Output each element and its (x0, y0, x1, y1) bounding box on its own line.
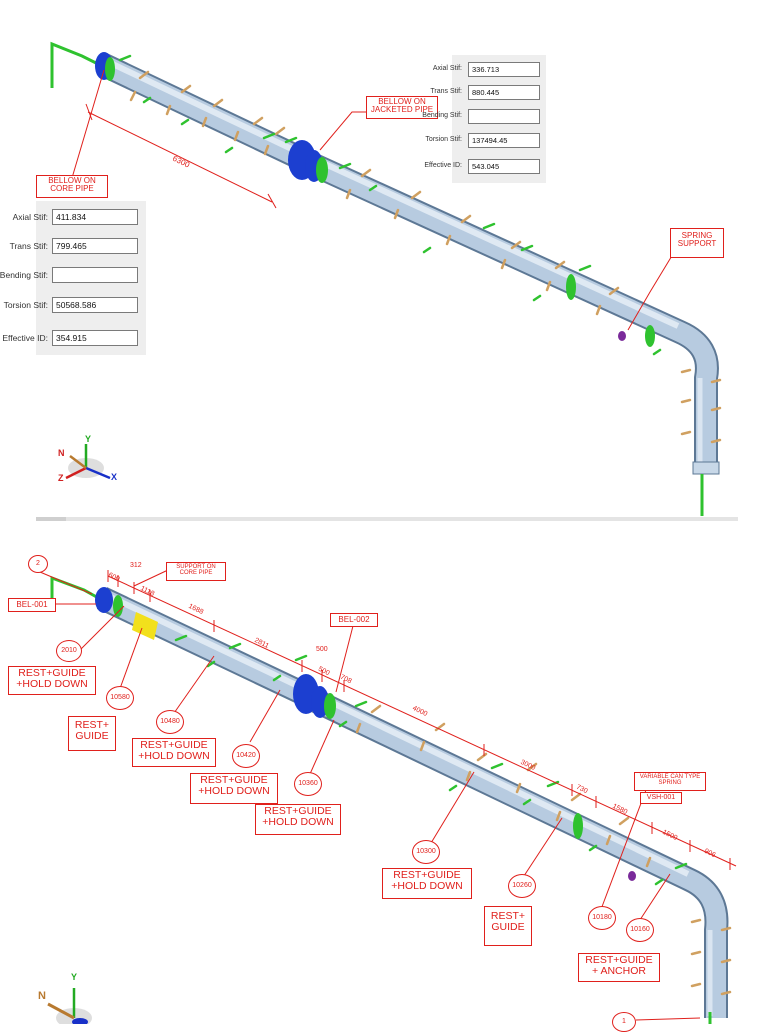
clamp-ring (573, 813, 583, 839)
bellow-properties-panel-jacketed: Axial Stif: 336.713 Trans Stif: 880.445 Be… (422, 55, 546, 183)
clamp-ring (113, 595, 123, 617)
axis-y-label: Y (85, 434, 92, 444)
torsion-stiffness-label: Torsion Stif: (3, 300, 48, 310)
effective-id-label: Effective ID: (2, 333, 48, 343)
axis-triad (65, 444, 111, 480)
axis-triad (47, 988, 92, 1024)
effective-id-field[interactable]: 354.915 (52, 330, 138, 346)
tag-bel-001: BEL-001 (8, 598, 56, 612)
supports-top (118, 54, 722, 444)
callout-rest-guide-hold-down: REST+GUIDE+HOLD DOWN (255, 804, 341, 835)
leader-spring (627, 253, 674, 331)
effective-id-label: Effective ID: (424, 162, 462, 169)
bellow-jacketed-pipe (288, 140, 328, 183)
core-pipe-support-section (132, 612, 158, 640)
callout-rest-guide-anchor: REST+GUIDE+ ANCHOR (578, 953, 660, 982)
bending-stiffness-field[interactable] (52, 267, 138, 283)
node-2: 2 (28, 555, 48, 573)
node-10480: 10480 (156, 710, 184, 734)
axis-n-label: N (58, 448, 65, 458)
piping-3d-view-bottom[interactable] (0, 528, 768, 1024)
node-10360: 10360 (294, 772, 322, 796)
pipe-bottom-cap (692, 461, 720, 475)
dim-500-a: 500 (316, 646, 328, 653)
supports-bottom (174, 634, 732, 996)
dimension-6300 (85, 103, 277, 209)
bending-stiffness-label: Bending Stif: (0, 270, 48, 280)
callout-rest-guide-hold-down: REST+GUIDE+HOLD DOWN (8, 666, 96, 695)
label-variable-can-spring: VARIABLE CAN TYPE SPRING (634, 772, 706, 791)
dimension-label: 6300 (171, 154, 191, 170)
clamp-ring (645, 325, 655, 347)
leader-bellow-core (71, 69, 105, 179)
axis-x-label: X (111, 472, 118, 482)
bellow-properties-panel-core: Axial Stif: 411.834 Trans Stif: 799.465 Be… (0, 201, 146, 355)
callout-rest-guide-hold-down: REST+GUIDE+HOLD DOWN (190, 773, 278, 804)
label-bellow-jacketed-pipe: BELLOW ON JACKETED PIPE (366, 96, 438, 119)
axis-n-label: N (38, 990, 46, 1002)
main-pipe (96, 53, 719, 470)
tag-vsh-001: VSH-001 (640, 792, 682, 804)
node-1: 1 (612, 1012, 636, 1032)
bellow-bel-001 (95, 587, 113, 613)
callout-rest-guide-hold-down: REST+GUIDE+HOLD DOWN (382, 868, 472, 899)
axial-stiffness-field[interactable]: 411.834 (52, 209, 138, 225)
leader-lines (39, 569, 701, 1021)
node-10160: 10160 (626, 918, 654, 942)
tag-bel-002: BEL-002 (330, 613, 378, 627)
node-2010: 2010 (56, 640, 82, 662)
node-10300: 10300 (412, 840, 440, 864)
node-10580: 10580 (106, 686, 134, 710)
leader-bellow-jacketed (319, 111, 366, 151)
trans-stiffness-label: Trans Stif: (9, 241, 48, 251)
bending-stiffness-label: Bending Stif: (422, 112, 462, 119)
label-spring-support: SPRING SUPPORT (670, 228, 724, 258)
trans-stiffness-field[interactable]: 880.445 (468, 85, 540, 100)
dim-312: 312 (130, 562, 142, 569)
callout-rest-guide: REST+GUIDE (68, 716, 116, 751)
axial-stiffness-field[interactable]: 336.713 (468, 62, 540, 77)
effective-id-field[interactable]: 543.045 (468, 159, 540, 174)
riser-pipe (50, 575, 103, 604)
label-support-on-core-pipe: SUPPORT ON CORE PIPE (166, 562, 226, 581)
axial-stiffness-label: Axial Stif: (12, 212, 48, 222)
axis-z-label: Z (58, 473, 64, 483)
trans-stiffness-field[interactable]: 799.465 (52, 238, 138, 254)
bellow-core-pipe (95, 52, 115, 81)
clamp-ring (324, 693, 336, 719)
dimension-lines (107, 570, 737, 870)
label-bellow-core-pipe: BELLOW ON CORE PIPE (36, 175, 108, 198)
trans-stiffness-label: Trans Stif: (430, 88, 462, 95)
piping-3d-view-top[interactable]: 6300 (0, 0, 768, 520)
node-10180: 10180 (588, 906, 616, 930)
axis-y-label: Y (71, 972, 78, 982)
torsion-stiffness-field[interactable]: 50568.586 (52, 297, 138, 313)
callout-rest-guide: REST+GUIDE (484, 906, 532, 946)
clamp-ring (566, 274, 576, 300)
riser-pipe (50, 41, 103, 88)
torsion-stiffness-field[interactable]: 137494.45 (468, 133, 540, 148)
node-10420: 10420 (232, 744, 260, 768)
torsion-stiffness-label: Torsion Stif: (425, 136, 462, 143)
bending-stiffness-field[interactable] (468, 109, 540, 124)
scrollbar-thumb[interactable] (36, 517, 66, 521)
axial-stiffness-label: Axial Stif: (432, 65, 462, 72)
callout-rest-guide-hold-down: REST+GUIDE+HOLD DOWN (132, 738, 216, 767)
spring-can-icon (628, 871, 636, 881)
node-10260: 10260 (508, 874, 536, 898)
spring-support-icon (618, 331, 626, 341)
horizontal-scrollbar[interactable] (36, 517, 738, 521)
